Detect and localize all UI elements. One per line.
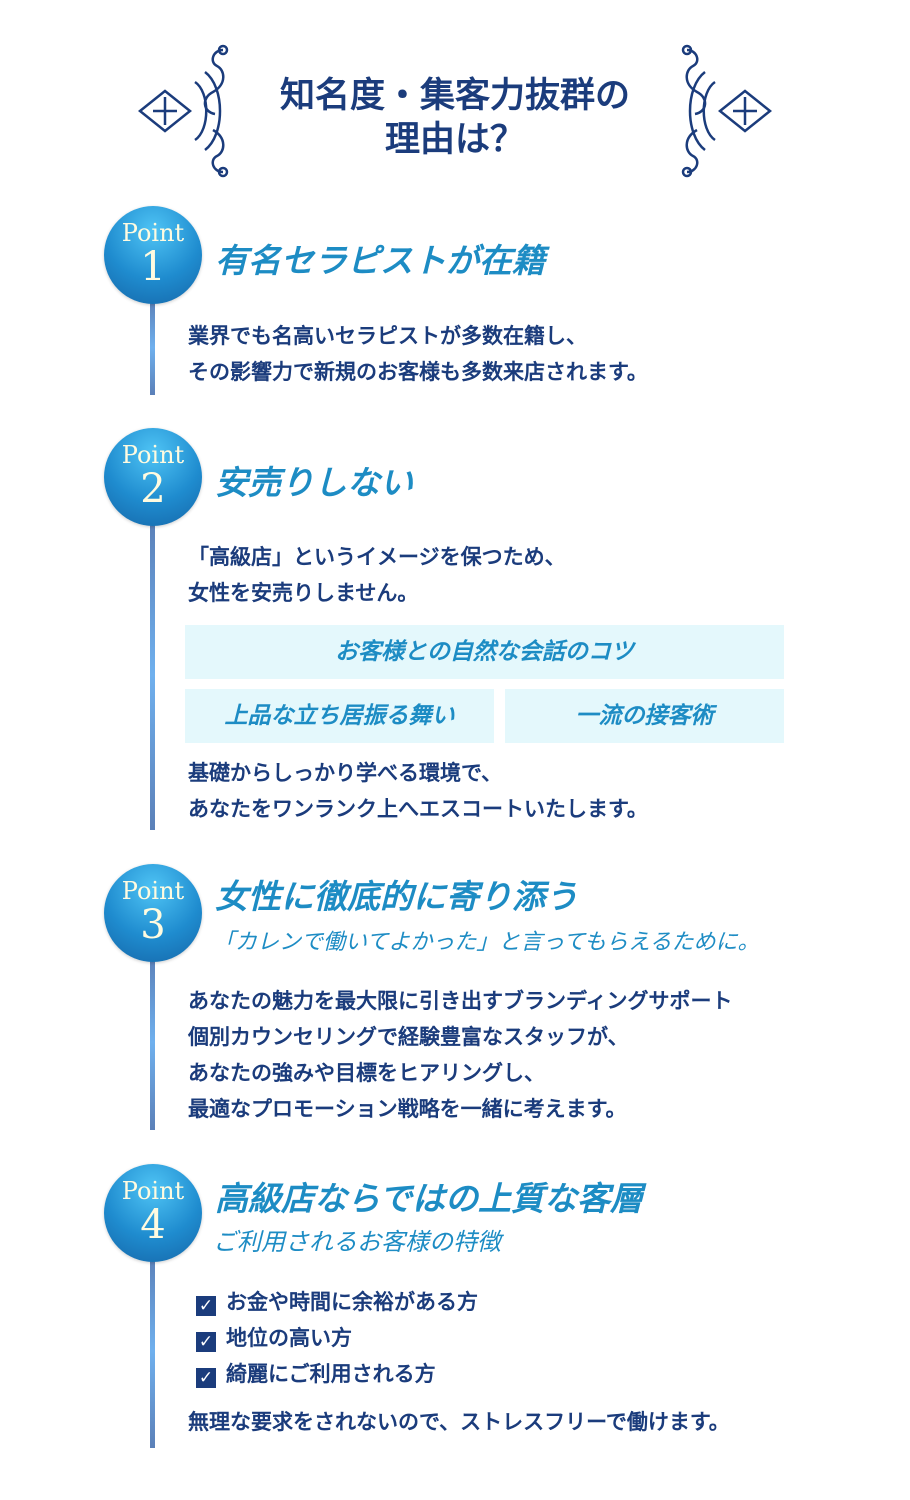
point-number: 3 [140, 902, 166, 948]
feature-box: 上品な立ち居振る舞い [185, 689, 494, 743]
body-line: あなたの魅力を最大限に引き出すブランディングサポート [188, 988, 733, 1013]
point-label: Point [121, 441, 185, 469]
point-subheading: ご利用されるお客様の特徴 [213, 1228, 501, 1256]
body-line: 基礎からしっかり学べる環境で、 [188, 760, 503, 785]
point-body: 無理な要求をされないので、ストレスフリーで働けます。 [188, 1404, 730, 1440]
point-heading: 安売りしない [215, 463, 413, 502]
feature-box: お客様との自然な会話のコツ [185, 625, 784, 679]
body-line: 女性を安売りしません。 [188, 580, 419, 605]
checklist: ✓ お金や時間に余裕がある方 ✓ 地位の高い方 ✓ 綺麗にご利用される方 [196, 1284, 478, 1392]
point-body: 基礎からしっかり学べる環境で、あなたをワンランク上へエスコートいたします。 [188, 755, 648, 827]
check-label: 綺麗にご利用される方 [226, 1361, 436, 1386]
point-heading: 女性に徹底的に寄り添う [215, 877, 578, 916]
point-body: 業界でも名高いセラピストが多数在籍し、その影響力で新規のお客様も多数来店されます… [188, 318, 648, 390]
checkbox-checked-icon: ✓ [196, 1332, 216, 1352]
timeline-line [150, 300, 155, 395]
page-title: 知名度・集客力抜群の 理由は？ [0, 74, 910, 162]
body-line: その影響力で新規のお客様も多数来店されます。 [188, 359, 648, 384]
point-body: 「高級店」というイメージを保つため、女性を安売りしません。 [188, 539, 566, 611]
check-item: ✓ お金や時間に余裕がある方 [196, 1284, 478, 1320]
checkbox-checked-icon: ✓ [196, 1296, 216, 1316]
body-line: あなたをワンランク上へエスコートいたします。 [188, 796, 648, 821]
ornament-right-icon [681, 44, 773, 178]
body-line: 業界でも名高いセラピストが多数在籍し、 [188, 323, 587, 348]
point-subheading: 「カレンで働いてよかった」と言ってもらえるために。 [213, 930, 760, 955]
timeline-line [150, 1255, 155, 1448]
point-number: 1 [140, 244, 166, 290]
point-number: 4 [140, 1202, 166, 1248]
point-label: Point [121, 219, 185, 247]
point-body: あなたの魅力を最大限に引き出すブランディングサポート 個別カウンセリングで経験豊… [188, 983, 733, 1127]
check-label: お金や時間に余裕がある方 [226, 1289, 478, 1314]
check-item: ✓ 綺麗にご利用される方 [196, 1356, 478, 1392]
body-line: 最適なプロモーション戦略を一緒に考えます。 [188, 1096, 627, 1121]
timeline-line [150, 520, 155, 830]
point-number: 2 [140, 466, 166, 512]
point-heading: 高級店ならではの上質な客層 [215, 1179, 644, 1218]
title-line-2: 理由は？ [384, 119, 525, 160]
checkbox-checked-icon: ✓ [196, 1368, 216, 1388]
point-heading: 有名セラピストが在籍 [215, 241, 545, 280]
check-label: 地位の高い方 [226, 1325, 352, 1350]
body-line: 無理な要求をされないので、ストレスフリーで働けます。 [188, 1409, 730, 1434]
point-label: Point [121, 1177, 185, 1205]
timeline-line [150, 955, 155, 1130]
point-label: Point [121, 877, 185, 905]
body-line: 個別カウンセリングで経験豊富なスタッフが、 [188, 1024, 629, 1049]
body-line: あなたの強みや目標をヒアリングし、 [188, 1060, 545, 1085]
check-item: ✓ 地位の高い方 [196, 1320, 478, 1356]
feature-box: 一流の接客術 [505, 689, 784, 743]
body-line: 「高級店」というイメージを保つため、 [188, 544, 566, 569]
ornament-left-icon [137, 44, 229, 178]
title-line-1: 知名度・集客力抜群の [279, 75, 630, 116]
